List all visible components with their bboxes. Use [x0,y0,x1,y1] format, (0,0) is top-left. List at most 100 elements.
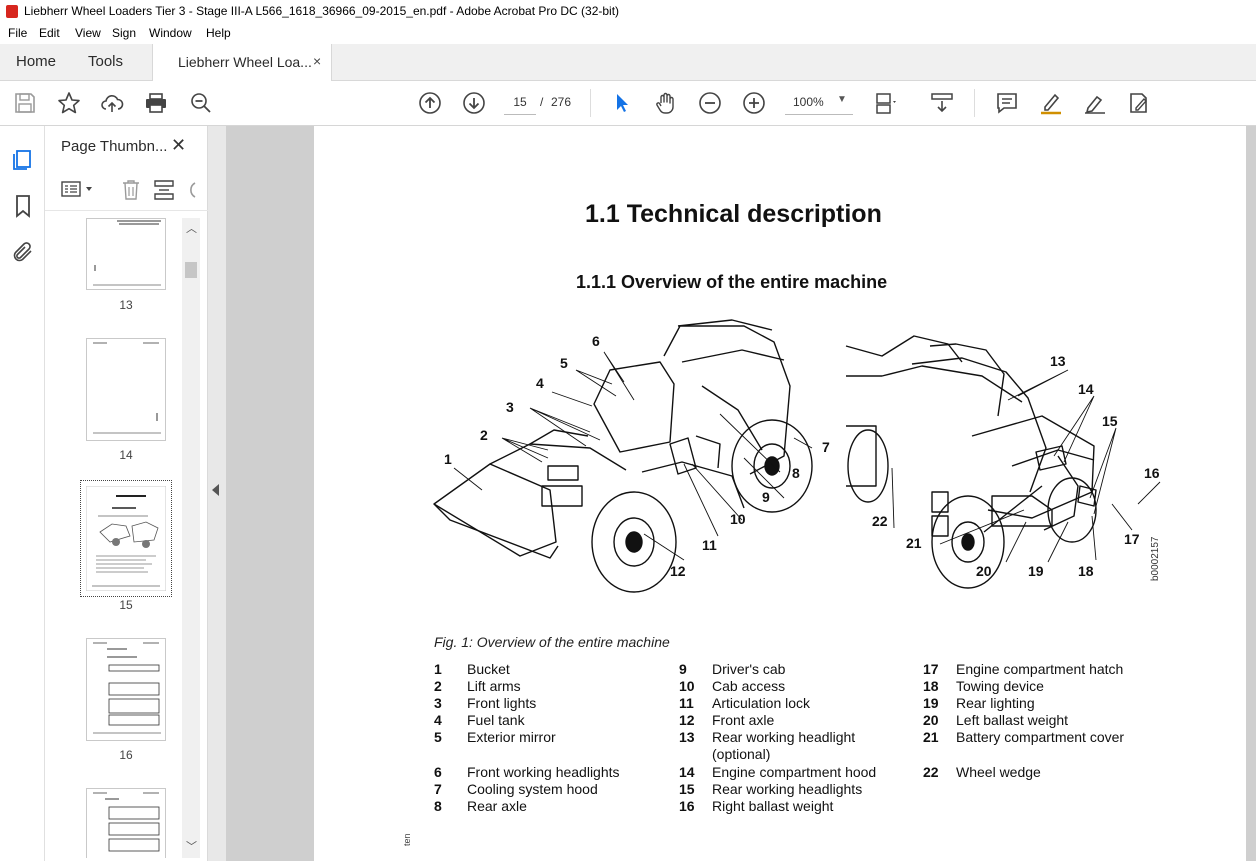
menu-view[interactable]: View [75,26,101,40]
rotate-page-icon[interactable] [185,179,197,201]
document-viewer[interactable]: 1.1 Technical description 1.1.1 Overview… [226,126,1256,861]
tab-document[interactable]: Liebherr Wheel Loa... × [152,44,332,81]
legend-number: 20 [923,712,939,728]
chevron-down-icon: ▼ [837,94,847,105]
thumbnail-page-label: 15 [119,598,133,612]
callout-label: 20 [976,563,992,579]
page-thumbnail[interactable] [86,218,166,290]
thumbnail-list: 13 14 15 16 [45,218,191,858]
panel-collapse-handle[interactable] [208,126,226,861]
panel-title: Page Thumbn... [61,138,168,155]
legend-text: Battery compartment cover [956,729,1125,745]
legend-number: 12 [679,712,695,728]
legend-text: Rear axle [467,798,527,814]
legend-number: 2 [434,678,442,694]
callout-label: 9 [762,489,770,505]
select-cursor-icon[interactable] [609,91,633,115]
zoom-out-icon[interactable] [698,91,722,115]
legend-number: 15 [679,781,695,797]
machine-overview-figure: 1 2 3 4 5 6 7 8 9 10 11 12 13 14 15 16 1… [433,319,1161,593]
draw-sign-icon[interactable] [1083,91,1107,115]
next-page-icon[interactable] [462,91,486,115]
close-icon[interactable]: ✕ [171,135,187,155]
chevron-down-icon[interactable]: ﹀ [186,841,197,853]
tab-tools[interactable]: Tools [88,53,124,70]
tab-bar: Home Tools Liebherr Wheel Loa... × [0,44,1256,81]
page-display-icon[interactable] [874,91,898,115]
page-number-input[interactable] [504,90,536,115]
menu-window[interactable]: Window [149,26,192,40]
insert-pages-icon[interactable] [153,179,175,201]
callout-label: 3 [506,399,514,415]
zoom-value: 100% [793,95,824,109]
legend-text: Towing device [956,678,1044,694]
fill-sign-icon[interactable] [1127,91,1151,115]
legend-text: Fuel tank [467,712,525,728]
tab-home[interactable]: Home [16,53,57,70]
thumbnail-options-icon[interactable] [61,180,95,198]
legend-text: Exterior mirror [467,729,556,745]
callout-label: 16 [1144,465,1160,481]
legend-text: Front lights [467,695,537,711]
tab-close-icon[interactable]: × [313,53,322,69]
toolbar-divider [590,89,591,117]
legend-number: 10 [679,678,695,694]
figure-doc-id: b0002157 [1150,536,1161,582]
menu-file[interactable]: File [8,26,28,40]
chevron-up-icon[interactable]: ︿ [186,223,197,235]
toolbar-divider [974,89,975,117]
page-thumbnail[interactable] [86,338,166,441]
legend-text: Bucket [467,661,510,677]
legend-number: 6 [434,764,442,780]
legend-text: Rear working headlights [712,781,863,797]
bookmarks-icon[interactable] [11,194,35,218]
legend-number: 5 [434,729,442,745]
legend-number: 19 [923,695,939,711]
thumbnail-scrollbar[interactable]: ︿ ﹀ [182,218,200,858]
zoom-in-icon[interactable] [742,91,766,115]
menu-sign[interactable]: Sign [112,26,137,40]
legend-item: 10 Cab access [679,678,909,695]
page-thumbnails-panel: Page Thumbn... ✕ 13 14 15 16 ︿ ﹀ [45,126,208,861]
delete-pages-icon[interactable] [121,179,141,201]
legend-number: 17 [923,661,939,677]
callout-label: 8 [792,465,800,481]
scrollbar-thumb[interactable] [185,262,197,278]
legend-item: 3 Front lights [434,695,664,712]
page-thumbnail-selected[interactable] [80,480,172,597]
legend-text: Engine compartment hood [712,764,877,780]
attachments-paperclip-icon[interactable] [11,240,35,264]
page-thumbnail[interactable] [86,638,166,741]
menu-edit[interactable]: Edit [39,26,60,40]
upload-cloud-icon[interactable] [100,91,124,115]
scrolling-mode-icon[interactable] [930,91,954,115]
legend-number: 3 [434,695,442,711]
menu-bar: File Edit View Sign Window Help [0,24,1256,44]
legend-text: Cab access [712,678,786,694]
menu-help[interactable]: Help [206,26,231,40]
comment-icon[interactable] [995,91,1019,115]
hand-tool-icon[interactable] [654,91,678,115]
previous-page-icon[interactable] [418,91,442,115]
callout-label: 14 [1078,381,1094,397]
page-thumbnail[interactable] [86,788,166,858]
save-icon[interactable] [13,91,37,115]
zoom-level-select[interactable]: 100% ▼ [785,90,853,115]
legend-text: Right ballast weight [712,798,834,814]
callout-label: 17 [1124,531,1140,547]
bookmark-star-icon[interactable] [57,91,81,115]
zoom-out-search-icon[interactable] [189,91,213,115]
page-separator: / [540,95,544,109]
page-thumbnails-icon[interactable] [11,148,35,172]
print-icon[interactable] [144,91,168,115]
highlight-pen-icon[interactable] [1039,91,1063,115]
title-bar: Liebherr Wheel Loaders Tier 3 - Stage II… [0,0,1256,24]
thumbnail-page-label: 13 [119,298,133,312]
callout-label: 1 [444,451,452,467]
callout-label: 7 [822,439,830,455]
